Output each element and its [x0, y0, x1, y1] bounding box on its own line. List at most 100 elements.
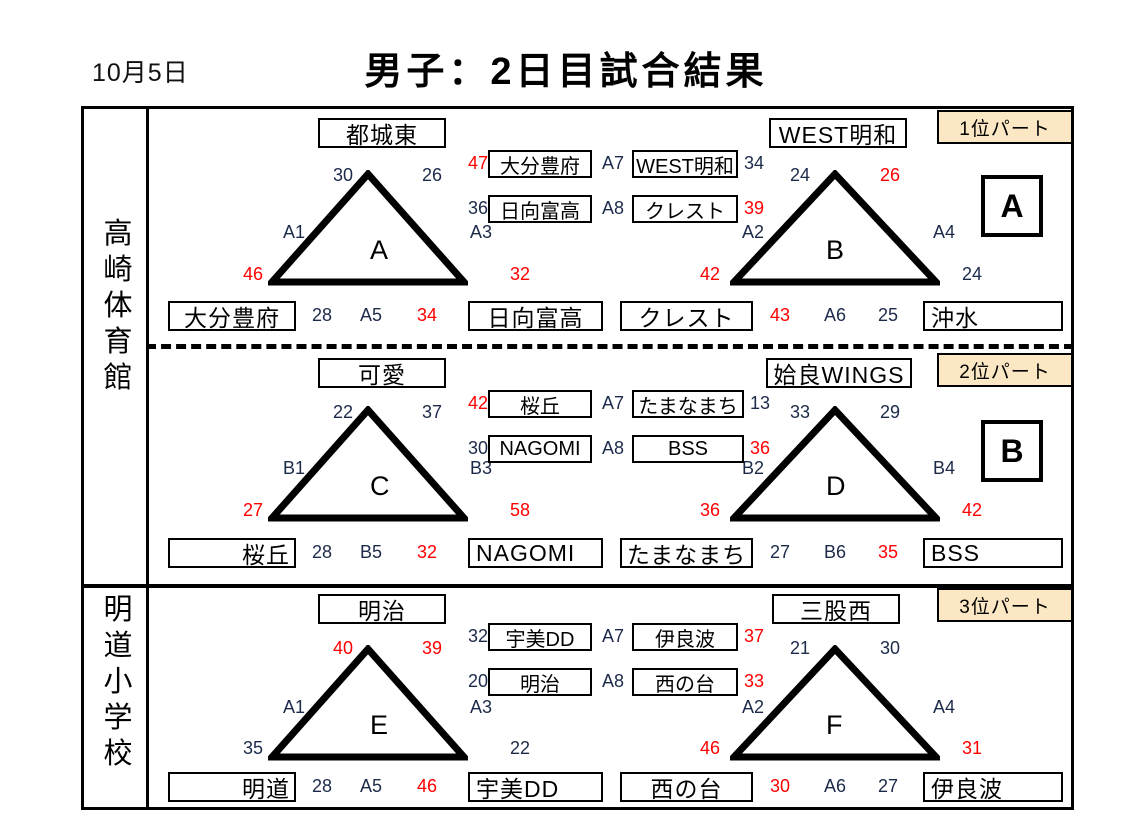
triangle-E-left-bottom-score: 35 [243, 738, 264, 758]
triangle-E-left-code: A1 [283, 697, 306, 717]
bottom-match-1-left-team: 大分豊府 [168, 301, 296, 331]
venue-label-meido: 明 道 小 学 校 [96, 592, 140, 772]
section-divider-solid [81, 584, 1074, 588]
triangle-A [268, 170, 468, 288]
bottom-match-2-right-score: 25 [878, 305, 899, 325]
triangle-B-right-top-score: 26 [880, 165, 901, 185]
center-match-1-right-team: たまなまち [632, 390, 744, 418]
center-match-1-left-team: 桜丘 [488, 390, 592, 418]
triangle-A-left-bottom-score: 46 [243, 264, 264, 284]
bottom-match-1-right-score: 46 [417, 776, 438, 796]
venue-divider-bottom [146, 587, 149, 810]
center-match-2-right-team: 西の台 [632, 668, 738, 696]
triangle-D-letter: D [826, 471, 846, 501]
center-match-1-left-score: 47 [468, 153, 489, 173]
triangle-F [730, 645, 940, 763]
bottom-match-2-code: A6 [824, 305, 847, 325]
triangle-E-right-bottom-score: 22 [510, 738, 531, 758]
bottom-match-2-left-team: たまなまち [620, 538, 753, 568]
triangle-F-right-code: A4 [933, 697, 956, 717]
triangle-C-letter: C [370, 471, 390, 501]
center-match-2-left-score: 36 [468, 198, 489, 218]
part-badge-1: 1位パート [937, 110, 1073, 144]
venue-char: 道 [103, 630, 133, 662]
venue-char: 高 [103, 218, 133, 250]
bottom-match-2-right-score: 27 [878, 776, 899, 796]
triangle-D-left-bottom-score: 36 [700, 500, 721, 520]
triangle-A-right-code: A3 [470, 222, 493, 242]
center-match-2-right-score: 33 [744, 671, 765, 691]
bottom-match-1-left-team: 桜丘 [168, 538, 296, 568]
triangle-D-left-top-score: 33 [790, 402, 811, 422]
triangle-F-right-bottom-score: 31 [962, 738, 983, 758]
bottom-match-2-left-team: 西の台 [620, 772, 753, 802]
bottom-match-2-left-score: 43 [770, 305, 791, 325]
triangle-A-right-bottom-score: 32 [510, 264, 531, 284]
bottom-match-1-left-score: 28 [312, 542, 333, 562]
center-match-2-left-team: NAGOMI [488, 435, 592, 463]
rank-box-2: B [981, 420, 1043, 482]
bottom-match-1-code: A5 [360, 305, 383, 325]
triangle-B-left-bottom-score: 42 [700, 264, 721, 284]
bottom-match-1-code: A5 [360, 776, 383, 796]
venue-char: 崎 [103, 254, 133, 286]
triangle-B-top-team: WEST明和 [769, 118, 907, 148]
bottom-match-1-right-team: 宇美DD [468, 772, 603, 802]
triangle-A-left-code: A1 [283, 222, 306, 242]
center-match-1-left-score: 42 [468, 393, 489, 413]
venue-char: 学 [103, 702, 133, 734]
triangle-F-left-bottom-score: 46 [700, 738, 721, 758]
bottom-match-2-left-score: 30 [770, 776, 791, 796]
bottom-match-1-right-score: 32 [417, 542, 438, 562]
center-match-1-left-score: 32 [468, 626, 489, 646]
bottom-match-2-right-score: 35 [878, 542, 899, 562]
triangle-E-letter: E [370, 710, 389, 740]
page-title: 男子：2日目試合結果 [364, 51, 768, 93]
triangle-C-top-team: 可愛 [318, 358, 446, 388]
bottom-match-1-right-team: 日向富高 [468, 301, 603, 331]
triangle-B-right-code: A4 [933, 222, 956, 242]
bottom-match-1-left-score: 28 [312, 776, 333, 796]
center-match-2-code: A8 [602, 438, 625, 458]
bottom-match-2-right-team: 沖水 [923, 301, 1063, 331]
triangle-F-left-code: A2 [742, 697, 765, 717]
triangle-D-top-team: 姶良WINGS [766, 358, 912, 388]
center-match-1-right-team: WEST明和 [632, 150, 738, 178]
venue-char: 校 [103, 738, 133, 770]
center-match-2-right-team: BSS [632, 435, 744, 463]
center-match-1-left-team: 宇美DD [488, 623, 592, 651]
triangle-C-right-top-score: 37 [422, 402, 443, 422]
triangle-A-top-team: 都城東 [318, 118, 446, 148]
venue-char: 体 [103, 290, 133, 322]
triangle-B-left-code: A2 [742, 222, 765, 242]
bracket-frame [81, 106, 1074, 810]
triangle-E-right-top-score: 39 [422, 638, 443, 658]
triangle-A-left-top-score: 30 [333, 165, 354, 185]
center-match-1-right-score: 34 [744, 153, 765, 173]
triangle-E [268, 645, 468, 763]
rank-box-1: A [981, 175, 1043, 237]
triangle-B [730, 170, 940, 288]
triangle-A-letter: A [370, 235, 389, 265]
triangle-D-right-bottom-score: 42 [962, 500, 983, 520]
bottom-match-2-left-score: 27 [770, 542, 791, 562]
triangle-B-letter: B [826, 235, 845, 265]
center-match-1-right-score: 13 [750, 393, 771, 413]
triangle-C-left-bottom-score: 27 [243, 500, 264, 520]
bottom-match-2-right-team: 伊良波 [923, 772, 1063, 802]
venue-label-takasaki: 高 崎 体 育 館 [96, 216, 140, 396]
triangle-D-right-top-score: 29 [880, 402, 901, 422]
triangle-F-top-team: 三股西 [772, 594, 900, 624]
triangle-A-right-top-score: 26 [422, 165, 443, 185]
bottom-match-1-code: B5 [360, 542, 383, 562]
center-match-2-left-team: 明治 [488, 668, 592, 696]
center-match-1-left-team: 大分豊府 [488, 150, 592, 178]
bottom-match-1-left-team: 明道 [168, 772, 296, 802]
venue-char: 育 [103, 326, 133, 358]
center-match-1-code: A7 [602, 626, 625, 646]
center-match-2-code: A8 [602, 671, 625, 691]
venue-char: 小 [103, 666, 133, 698]
venue-char: 館 [103, 362, 133, 394]
triangle-C-left-code: B1 [283, 458, 306, 478]
triangle-F-left-top-score: 21 [790, 638, 811, 658]
